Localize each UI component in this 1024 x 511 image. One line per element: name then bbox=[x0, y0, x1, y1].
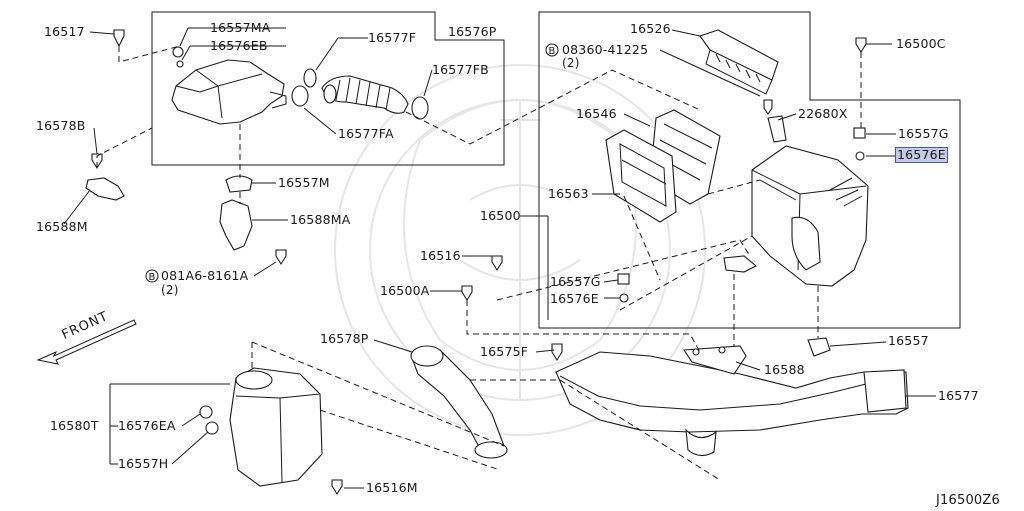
callout-16576E[interactable]: 16576E bbox=[550, 291, 599, 306]
callout-16546[interactable]: 16546 bbox=[576, 106, 617, 121]
callout-08360-41225[interactable]: 08360-41225 bbox=[562, 42, 649, 57]
callout-16500[interactable]: 16500 bbox=[480, 208, 521, 223]
callout-16578B[interactable]: 16578B bbox=[36, 118, 86, 133]
callout-22680X[interactable]: 22680X bbox=[798, 106, 848, 121]
callout-16578P[interactable]: 16578P bbox=[320, 331, 369, 346]
resonator-tank-part bbox=[199, 337, 831, 496]
callout-16500C[interactable]: 16500C bbox=[896, 36, 946, 51]
upper-duct-group-box bbox=[151, 11, 505, 166]
callout-16500A[interactable]: 16500A bbox=[380, 283, 430, 298]
callout-16557[interactable]: 16557 bbox=[888, 333, 929, 348]
front-arrow-icon bbox=[36, 319, 137, 365]
callout-16588M[interactable]: 16588M bbox=[36, 219, 88, 234]
filter-lid-part bbox=[699, 29, 779, 95]
callout-16588MA[interactable]: 16588MA bbox=[290, 212, 351, 227]
callout-081A6-8161A[interactable]: 081A6-8161A bbox=[161, 268, 249, 283]
intake-hose-part bbox=[291, 68, 429, 120]
callout-16516[interactable]: 16516 bbox=[420, 248, 461, 263]
leader-lines bbox=[63, 27, 936, 489]
diagram-code: J16500Z6 bbox=[936, 493, 1000, 508]
resonator-tube-part bbox=[410, 345, 508, 459]
callout-16557M[interactable]: 16557M bbox=[278, 175, 330, 190]
bolt-marker-icon: B B bbox=[145, 43, 559, 283]
callout-16576E-upper-selected[interactable]: 16576E bbox=[895, 147, 948, 163]
callout-08360-qty: (2) bbox=[562, 56, 580, 70]
callout-16557G[interactable]: 16557G bbox=[550, 274, 601, 289]
callout-16563[interactable]: 16563 bbox=[548, 186, 589, 201]
clip-parts bbox=[85, 29, 287, 266]
callout-16577FA[interactable]: 16577FA bbox=[338, 126, 394, 141]
air-cleaner-body-part bbox=[461, 37, 869, 303]
callout-16576EB[interactable]: 16576EB bbox=[210, 38, 268, 53]
air-filter-part bbox=[605, 109, 721, 223]
callout-16580T[interactable]: 16580T bbox=[50, 418, 99, 433]
resonator-part bbox=[171, 46, 287, 125]
callout-16517[interactable]: 16517 bbox=[44, 24, 85, 39]
callout-16576EA[interactable]: 16576EA bbox=[118, 418, 176, 433]
callout-16577[interactable]: 16577 bbox=[938, 388, 979, 403]
callout-16575F[interactable]: 16575F bbox=[480, 344, 529, 359]
watermark-emblem bbox=[334, 64, 706, 436]
bolt-marker-text-1: B bbox=[549, 46, 556, 57]
callout-16526[interactable]: 16526 bbox=[630, 21, 671, 36]
air-cleaner-group-box bbox=[538, 11, 961, 329]
callout-16588[interactable]: 16588 bbox=[764, 362, 805, 377]
callout-16557G-upper[interactable]: 16557G bbox=[898, 126, 949, 141]
lower-duct-part bbox=[555, 345, 909, 457]
callout-081A6-qty: (2) bbox=[161, 283, 179, 297]
callout-16557H[interactable]: 16557H bbox=[118, 456, 169, 471]
callout-16577F[interactable]: 16577F bbox=[368, 30, 417, 45]
bolt-marker-text-2: B bbox=[149, 272, 156, 283]
callout-16576P[interactable]: 16576P bbox=[448, 24, 497, 39]
callout-16516M[interactable]: 16516M bbox=[366, 480, 418, 495]
callout-16577FB[interactable]: 16577FB bbox=[432, 62, 489, 77]
dashed-connectors bbox=[96, 45, 862, 481]
callout-16557MA[interactable]: 16557MA bbox=[210, 20, 271, 35]
